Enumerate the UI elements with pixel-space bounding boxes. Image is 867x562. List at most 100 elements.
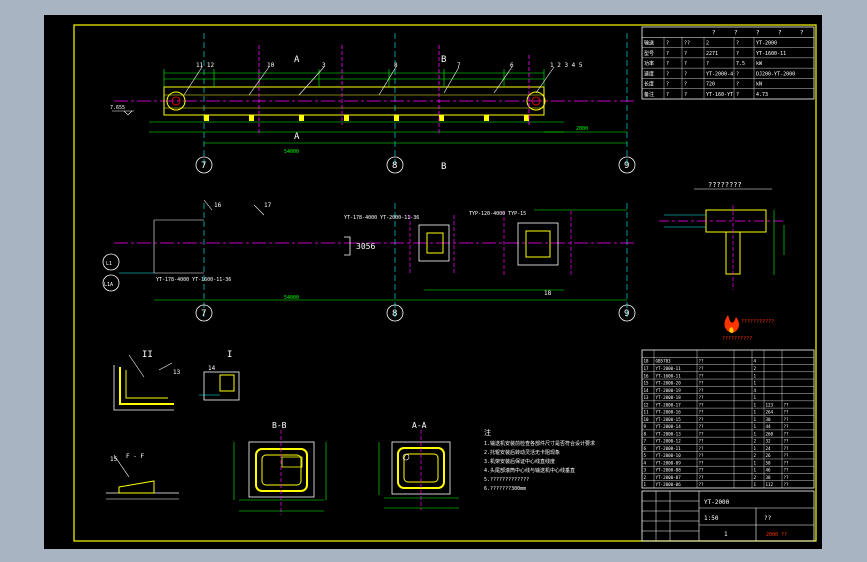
parts-list-cell: ?? — [699, 453, 705, 458]
title-block-top-cell: 2 — [706, 41, 709, 47]
section-mark-B-bottom: B — [441, 162, 446, 172]
title-scale: 1:50 — [704, 515, 719, 522]
parts-list-cell: 1 — [754, 395, 757, 400]
parts-list-cell: ?? — [784, 431, 790, 436]
title-block-top-cell: ? — [666, 92, 669, 98]
title-block-top-cell: 7.5 — [736, 61, 745, 67]
detail-II-title: II — [142, 350, 153, 360]
parts-list-cell: ?? — [784, 417, 790, 422]
parts-list-cell: 8 — [644, 431, 647, 436]
title-block-top-header: ? — [778, 29, 782, 36]
title-block-top-header: ? — [800, 29, 804, 36]
note-mid-right: TYP-120-4000 TYP-15 — [469, 211, 526, 217]
title-block-top-cell: YT-2000 — [756, 41, 777, 47]
cad-drawing-canvas: ?????输送???2?YT-2000型号??2271?YT-1600-11功率… — [73, 24, 817, 542]
parts-list-cell: ?? — [699, 431, 705, 436]
title-block-top-cell: 功率 — [644, 60, 654, 67]
title-block-top-cell: ? — [684, 92, 687, 98]
parts-list-cell: YT-2000-11 — [656, 446, 682, 451]
dim-total-top: 54000 — [284, 149, 299, 155]
parts-list-cell: 4 — [644, 460, 647, 465]
parts-list-cell: 264 — [766, 410, 774, 415]
parts-list-cell: 24 — [766, 446, 772, 451]
dim-total-bottom: 54000 — [284, 295, 299, 301]
parts-list-cell: 26 — [766, 453, 772, 458]
parts-list-cell: YT-2000-19 — [656, 388, 682, 393]
title-block-top-cell: ? — [736, 51, 739, 57]
parts-list-cell: 260 — [766, 431, 774, 436]
detail-ref-15: 15 — [110, 456, 118, 463]
parts-list-cell: YT-2000-10 — [656, 453, 682, 458]
parts-list-cell: 44 — [766, 424, 772, 429]
parts-list-cell: 12 — [644, 402, 650, 407]
parts-list-cell: 2 — [754, 366, 757, 371]
drive-circle-L1A: L1A — [104, 282, 113, 288]
parts-list-cell: 17 — [644, 366, 650, 371]
parts-list-cell: 1 — [754, 460, 757, 465]
title-block-top-cell: ? — [736, 41, 739, 47]
parts-list-cell: 18 — [644, 359, 650, 364]
callout-11-12: 11 12 — [196, 62, 214, 69]
parts-list-cell: ?? — [699, 366, 705, 371]
parts-list-cell: YT-2000-18 — [656, 395, 682, 400]
parts-list-cell: YT-2000-17 — [656, 402, 682, 407]
title-block-top-cell: ? — [666, 82, 669, 88]
title-block-top-cell: ?? — [684, 41, 690, 47]
title-block-top-cell: ? — [666, 41, 669, 47]
callout-18: 18 — [544, 290, 552, 297]
title-block-top-cell: ? — [684, 71, 687, 77]
logo-text: ??????????? — [741, 319, 774, 325]
detail-FF — [106, 454, 179, 500]
title-block-top-cell: ? — [736, 82, 739, 88]
title-sheet: 1 — [724, 531, 728, 538]
drawing-frame — [73, 24, 817, 542]
parts-list-cell: YT-2000-14 — [656, 424, 682, 429]
title-block-top-cell: kN — [756, 82, 762, 88]
parts-list-cell: 5 — [644, 453, 647, 458]
title-block-top-header: ? — [712, 29, 716, 36]
note-5: 5.????????????? — [484, 477, 529, 483]
detail-I — [199, 371, 240, 401]
parts-list-cell: 2 — [644, 475, 647, 480]
title-block-top: ?????输送???2?YT-2000型号??2271?YT-1600-11功率… — [641, 26, 815, 100]
parts-list-cell: ?? — [699, 468, 705, 473]
parts-list-cell: YT-2000-11 — [656, 366, 682, 371]
detail-II — [113, 354, 174, 411]
mid-label: 3056 — [356, 242, 375, 251]
parts-list-cell: YT-2000-15 — [656, 417, 682, 422]
parts-list-cell: 1 — [754, 446, 757, 451]
note-4: 4.头尾部滚筒中心线与输送机中心线垂直 — [484, 467, 575, 474]
parts-list-cell: ?? — [699, 417, 705, 422]
title-block-top-cell: 4.73 — [756, 92, 768, 98]
axis-label-9-top: 9 — [624, 161, 629, 171]
axis-label-8-top: 8 — [392, 161, 397, 171]
title-block-top-cell: ? — [666, 71, 669, 77]
parts-list-cell: GB5783 — [656, 359, 672, 364]
parts-list-cell: 1 — [754, 431, 757, 436]
notes-title: 注 — [484, 428, 491, 437]
section-BB-title: B-B — [272, 421, 287, 430]
callout-1-5: 1 2 3 4 5 — [550, 62, 583, 69]
elevation-view — [112, 33, 636, 174]
parts-list-cell: 6 — [644, 446, 647, 451]
title-block-top-cell: ? — [684, 51, 687, 57]
axis-label-7-top: 7 — [201, 161, 206, 171]
parts-list-cell: ?? — [784, 402, 790, 407]
parts-list-cell: ?? — [699, 402, 705, 407]
title-block-top-cell: 长度 — [644, 81, 654, 88]
parts-list-cell: 1 — [754, 424, 757, 429]
parts-list-cell: 7 — [644, 439, 647, 444]
title-block-bottom — [641, 490, 815, 542]
side-view-title: ???????? — [708, 181, 742, 189]
title-block-top-cell: ? — [736, 71, 739, 77]
parts-list-cell: 32 — [766, 439, 772, 444]
parts-list-cell: 46 — [766, 468, 772, 473]
parts-list-cell: 2 — [754, 453, 757, 458]
parts-list-cell: ?? — [699, 395, 705, 400]
parts-list-cell: ?? — [784, 446, 790, 451]
parts-list-cell: YT-2000-16 — [656, 410, 682, 415]
callout-7: 7 — [457, 62, 461, 69]
parts-list-cell: YT-2000-06 — [656, 482, 682, 487]
detail-I-title: I — [227, 350, 232, 360]
